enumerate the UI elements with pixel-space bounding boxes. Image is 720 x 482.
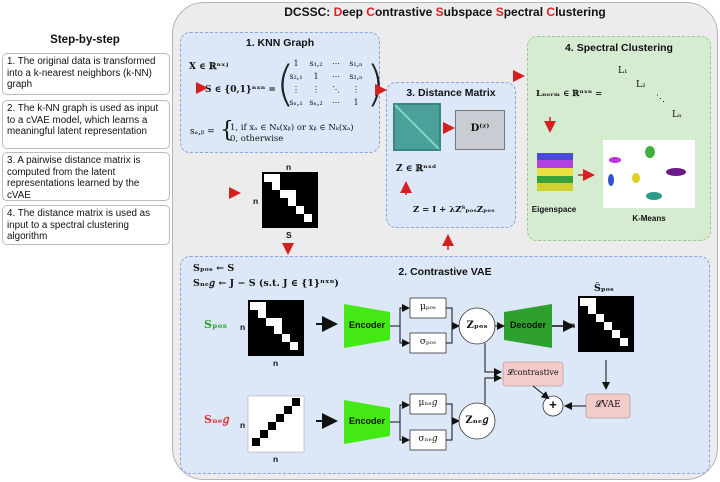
case-brace: { [220, 118, 234, 143]
title-word-5: Clustering [546, 5, 606, 19]
lnorm-diag-1: L₁ [618, 66, 628, 76]
z-definition: Z ∈ ℝⁿˣᵈ [396, 164, 437, 174]
spos-label: Sₚₒₛ [204, 318, 227, 331]
z-pos-label: Zₚₒₛ [466, 320, 488, 331]
kmeans-label: K-Means [632, 214, 666, 223]
sneg-matrix-image [247, 395, 305, 453]
encoder-neg-shape [344, 400, 390, 444]
z-neg-label: Zₙₑ𝑔 [465, 415, 489, 426]
contrastive-loss-label: 𝓛contrastive [507, 368, 559, 377]
s-matrix-cell: 1 [313, 72, 319, 81]
plus-symbol: + [549, 397, 557, 412]
sneg-label: Sₙₑ𝑔 [204, 413, 230, 426]
z-equation: Z = I + λZᵀₚₒₛZₚₒₛ [413, 205, 495, 215]
distance-matrix-title: 3. Distance Matrix [406, 87, 496, 99]
s-matrix-cell: s₂,₁ [289, 72, 303, 81]
s-matrix-cell: 1 [293, 59, 299, 68]
s-matrix-cell: s₁,₂ [309, 59, 323, 68]
s-matrix-cell: 1 [353, 98, 359, 107]
lnorm-matrix: L₁ L₂ ⋱ Lₙ [606, 60, 696, 128]
mu-neg-label: μₙₑ𝑔 [418, 398, 438, 408]
knn-graph-panel [180, 32, 380, 153]
mu-pos-label: μₚₒₛ [420, 302, 436, 312]
title-word-3: Subspace [435, 5, 496, 19]
steps-heading: Step-by-step [50, 34, 120, 46]
s-matrix-label: S [286, 230, 292, 240]
sigma-neg-label: σₙₑ𝑔 [418, 434, 438, 444]
spos-n-bottom: n [273, 358, 279, 368]
knn-graph-title: 1. KNN Graph [245, 37, 315, 49]
sab-label: sₐ,ᵦ = [190, 127, 215, 137]
step-4: 4. The distance matrix is used as input … [2, 205, 170, 245]
x-definition: X ∈ ℝⁿˣʲ [189, 62, 229, 72]
decoder-shape [504, 304, 552, 348]
s-matrix-n-left: n [253, 196, 259, 206]
s-matrix-cell: ⋮ [352, 85, 360, 94]
s-matrix-cell: ⋯ [332, 72, 340, 81]
lnorm-definition: Lₙₒᵣₘ ∈ ℝⁿˣⁿ = [536, 89, 603, 99]
s-definition: S ∈ {0,1}ⁿˣⁿ = [205, 85, 276, 95]
encoder-pos-label: Encoder [348, 320, 385, 330]
vae-loss-label: 𝓛VAE [595, 400, 621, 410]
spos-definition: Sₚₒₛ ← S [193, 263, 235, 274]
title-word-1: Deep [333, 5, 367, 19]
s-matrix-cell: s₂,ₙ [349, 72, 363, 81]
sigma-pos-label: σₚₒₛ [419, 337, 437, 347]
lnorm-diag-3: ⋱ [656, 94, 665, 104]
d-matrix-label: D⁽ᶻ⁾ [470, 123, 490, 134]
lnorm-diag-n: Lₙ [672, 110, 682, 120]
decoder-label: Decoder [509, 320, 546, 330]
sab-case-1: 1, if xₐ ∈ Nₖ(xᵦ) or xᵦ ∈ Nₖ(xₐ) [230, 123, 354, 133]
diagram-title: DCSSC: Deep Contrastive Subspace Spectra… [284, 5, 606, 19]
eigenspace-image [537, 153, 573, 191]
s-matrix-cell: ⋯ [332, 98, 340, 107]
eigenspace-label: Eigenspace [531, 205, 577, 214]
d-matrix-box [455, 110, 505, 150]
s-matrix-cell: ⋮ [292, 85, 300, 94]
s-matrix-cell: s₁,ₙ [349, 59, 363, 68]
s-matrix-cell: ⋮ [312, 85, 320, 94]
s-matrix-cell: ⋱ [332, 85, 340, 94]
s-matrix-cell: ⋯ [332, 59, 340, 68]
s-hat-matrix-image [578, 296, 634, 352]
spectral-clustering-title: 4. Spectral Clustering [565, 42, 673, 54]
s-matrix-n-top: n [286, 162, 292, 172]
encoder-neg-label: Encoder [348, 416, 385, 426]
sneg-n-left: n [240, 420, 246, 430]
sneg-n-bottom: n [273, 454, 279, 464]
encoder-pos-shape [344, 304, 390, 348]
sab-case-2: 0, otherwise [230, 134, 284, 144]
title-word-4: Spectral [495, 5, 547, 19]
z-neg-circle [458, 402, 496, 440]
step-1: 1. The original data is transformed into… [2, 53, 170, 95]
title-word-2: Contrastive [366, 5, 436, 19]
step-3: 3. A pairwise distance matrix is compute… [2, 152, 170, 201]
s-matrix-image [262, 172, 318, 228]
step-2: 2. The k-NN graph is used as input to a … [2, 100, 170, 149]
s-matrix-cell: sₙ,₁ [289, 98, 303, 107]
spos-matrix-image [248, 300, 304, 356]
plus-circle [542, 395, 564, 417]
contrastive-vae-title: 2. Contrastive VAE [398, 266, 492, 278]
s-matrix-cell: sₙ,₂ [309, 98, 323, 107]
spos-n-left: n [240, 322, 246, 332]
sneg-definition: Sₙₑ𝑔 ← J − S (s.t. J ∈ {1}ⁿˣⁿ) [193, 278, 339, 289]
lnorm-diag-2: L₂ [636, 80, 646, 90]
s-hat-n-left: n [570, 320, 576, 330]
s-hat-label: Ŝₚₒₛ [594, 283, 614, 294]
